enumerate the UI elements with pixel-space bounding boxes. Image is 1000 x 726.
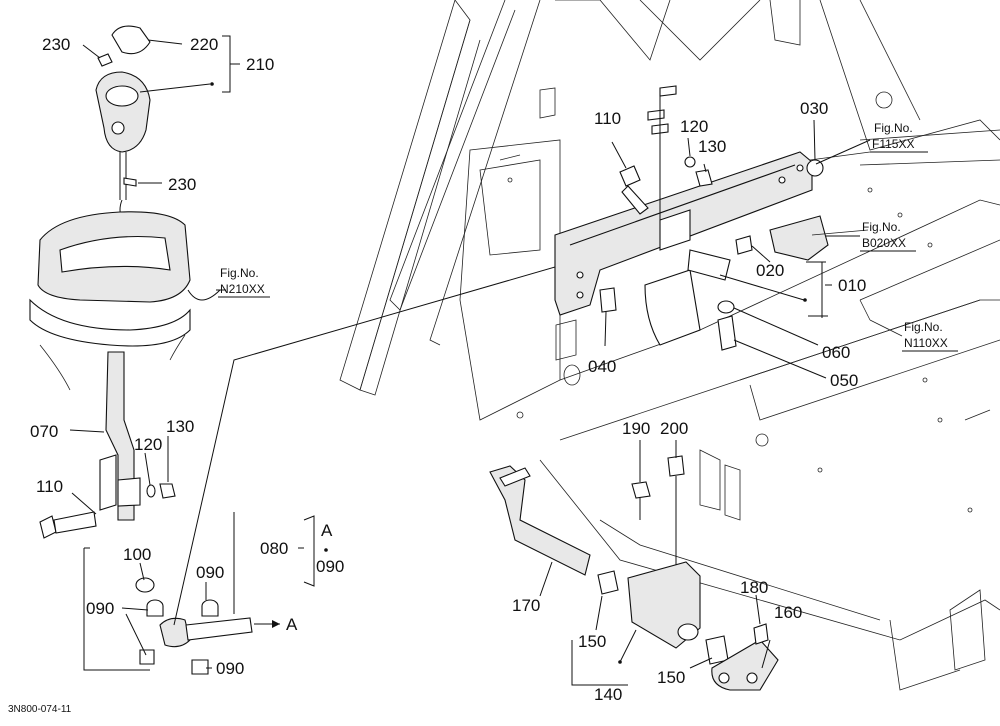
fig-ref-n110-line1: Fig.No.	[904, 320, 943, 334]
label-010: 010	[838, 276, 866, 295]
fig-ref-n210-line1: Fig.No.	[220, 266, 259, 280]
fig-ref-f115-line1: Fig.No.	[874, 121, 913, 135]
fig-ref-b020-line1: Fig.No.	[862, 220, 901, 234]
label-090-a: 090	[196, 563, 224, 582]
label-ref-a: A	[321, 521, 333, 540]
screw-230-side	[123, 177, 137, 187]
label-110-right: 110	[594, 109, 621, 128]
part-labels: 230 220 210 230 070 110 120 130 100 090 …	[30, 35, 866, 704]
label-120-left: 120	[134, 435, 162, 454]
label-040: 040	[588, 357, 616, 376]
label-190: 190	[622, 419, 650, 438]
label-230-side: 230	[168, 175, 196, 194]
fig-ref-n210-line2: N210XX	[220, 282, 265, 296]
label-150-a: 150	[578, 632, 606, 651]
label-100: 100	[123, 545, 151, 564]
leader-lines	[69, 35, 871, 669]
label-150-b: 150	[657, 668, 685, 687]
label-120-right: 120	[680, 117, 708, 136]
label-060: 060	[822, 343, 850, 362]
label-090-b: 090	[86, 599, 114, 618]
drawing-code: 3N800-074-11	[8, 704, 72, 715]
label-200: 200	[660, 419, 688, 438]
label-180: 180	[740, 578, 768, 597]
lower-linkage-assembly	[489, 455, 779, 691]
label-130-left: 130	[166, 417, 194, 436]
label-170: 170	[512, 596, 540, 615]
bushing-150-b	[705, 635, 729, 665]
bushing-100	[135, 577, 155, 593]
label-020: 020	[756, 261, 784, 280]
label-140: 140	[594, 685, 622, 704]
shift-lever-070	[105, 351, 135, 521]
label-220: 220	[190, 35, 218, 54]
bolt-200	[667, 455, 685, 477]
label-210: 210	[246, 55, 274, 74]
screw-230-top	[97, 53, 113, 67]
label-110-left: 110	[36, 477, 63, 496]
rod-170	[489, 465, 591, 576]
bushing-150-a	[597, 570, 619, 595]
grip-210	[95, 71, 151, 153]
cab-frame-drawing	[339, 0, 1000, 691]
switch-b020	[769, 215, 829, 261]
fig-ref-f115-line2: F115XX	[872, 137, 914, 151]
label-ref-a-arrow: A	[286, 615, 298, 634]
washer-120-left	[146, 484, 156, 498]
fig-ref-n110-line2: N110XX	[904, 336, 948, 350]
shift-lever-assembly	[29, 25, 663, 675]
bolt-110-left	[39, 515, 57, 539]
nut-130-right	[695, 169, 713, 187]
label-230-top: 230	[42, 35, 70, 54]
washer-120-right	[684, 156, 696, 168]
bolt-050	[717, 315, 737, 351]
label-050: 050	[830, 371, 858, 390]
nut-130-left	[159, 483, 176, 499]
pin-020	[735, 235, 753, 255]
label-090-c: 090	[216, 659, 244, 678]
spacer-090-c	[139, 649, 155, 665]
label-ref-090: 090	[316, 557, 344, 576]
bolt-040	[599, 287, 617, 313]
label-070: 070	[30, 422, 58, 441]
fig-ref-b020-line2: B020XX	[862, 236, 906, 250]
figure-references: Fig.No. N210XX Fig.No. F115XX Fig.No. B0…	[218, 121, 958, 352]
bolt-110-right	[619, 165, 641, 187]
pin-180	[753, 623, 769, 645]
nut-190	[631, 481, 651, 499]
knob-cap-220	[111, 25, 151, 55]
upper-bracket-assembly	[554, 85, 871, 351]
label-130-right: 130	[698, 137, 726, 156]
label-080: 080	[260, 539, 288, 558]
label-030: 030	[800, 99, 828, 118]
nut-060	[717, 300, 735, 314]
spacer-090-d	[191, 659, 209, 675]
label-160: 160	[774, 603, 802, 622]
